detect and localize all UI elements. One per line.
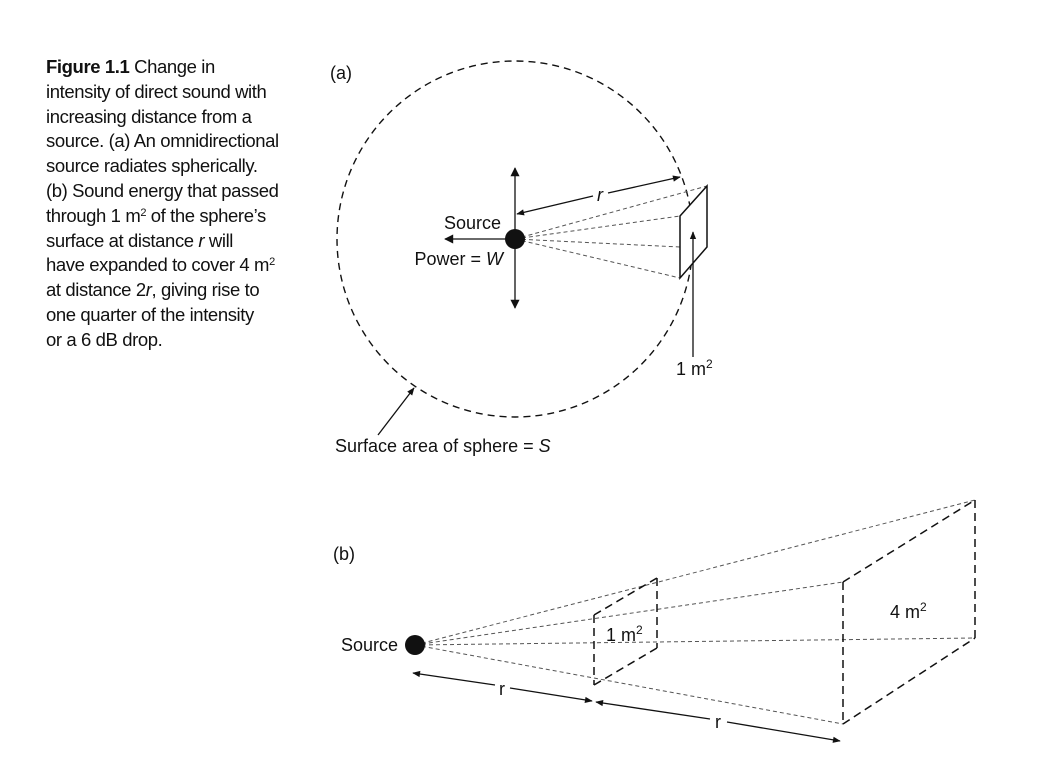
source-dot (405, 635, 425, 655)
radius-arrow-left (516, 195, 594, 216)
caption-text: have expanded to cover 4 m (46, 254, 270, 276)
caption-text: of the sphere’s (146, 204, 266, 226)
figure-caption: Figure 1.1 Change in intensity of direct… (46, 55, 326, 353)
caption-line: source radiates spherically. (46, 155, 258, 177)
area-label: 1 m2 (676, 357, 713, 379)
italic-var: r (145, 279, 152, 301)
small-area-box (593, 577, 658, 686)
ray (514, 238, 681, 248)
distance-arrow-2-right (726, 721, 841, 743)
ray (514, 238, 681, 279)
source-label: Source (341, 635, 398, 655)
large-area-box (842, 499, 976, 725)
ray (514, 215, 681, 240)
superscript: 2 (269, 256, 275, 269)
panel-a-label: (a) (330, 63, 352, 83)
radius-arrow-right (607, 175, 681, 194)
source-label: Source (444, 213, 501, 233)
caption-line: intensity of direct sound with (46, 80, 267, 102)
figure-label: Figure 1.1 (46, 56, 130, 77)
distance-arrow-1-right (509, 687, 593, 703)
source-dot (505, 229, 525, 249)
ray (414, 499, 976, 646)
caption-text: surface at distance (46, 229, 199, 251)
ray (414, 581, 844, 646)
ray (414, 644, 844, 725)
ray (514, 185, 708, 240)
superscript: 2 (140, 206, 147, 219)
caption-line: at distance 2r, giving rise to (46, 278, 326, 303)
caption-text: through 1 m (46, 204, 141, 226)
surface-label: Surface area of sphere = S (335, 436, 551, 456)
caption-line: increasing distance from a (46, 105, 252, 127)
caption-text: , giving rise to (151, 279, 260, 301)
caption-line: or a 6 dB drop. (46, 328, 163, 350)
caption-line: (b) Sound energy that passed (46, 179, 279, 201)
radius-label: r (597, 185, 604, 205)
power-label: Power = W (414, 249, 505, 269)
distance-label-1: r (499, 679, 505, 699)
distance-label-2: r (715, 712, 721, 732)
caption-line: have expanded to cover 4 m2 (46, 253, 326, 278)
panel-b: (b) Source 1 m2 4 m2 r r (333, 499, 976, 743)
panel-b-label: (b) (333, 544, 355, 564)
ray (414, 637, 976, 646)
caption-line: one quarter of the intensity (46, 303, 254, 325)
italic-var: r (198, 229, 205, 251)
caption-line: surface at distance r will (46, 229, 326, 254)
caption-text: will (204, 229, 234, 251)
caption-line: source. (a) An omnidirectional (46, 130, 279, 152)
large-area-label: 4 m2 (890, 600, 927, 622)
surface-pointer-arrow (377, 387, 415, 436)
caption-text: Change in (129, 56, 215, 77)
caption-text: at distance 2 (46, 279, 146, 301)
small-area-label: 1 m2 (606, 623, 643, 645)
panel-a: (a) Source Power = W r 1 m2 Surface area… (330, 60, 713, 456)
caption-line: through 1 m2 of the sphere’s (46, 204, 326, 229)
caption-line: Figure 1.1 Change in (46, 55, 326, 80)
distance-arrow-1-left (412, 670, 496, 686)
distance-arrow-2-left (595, 699, 711, 720)
